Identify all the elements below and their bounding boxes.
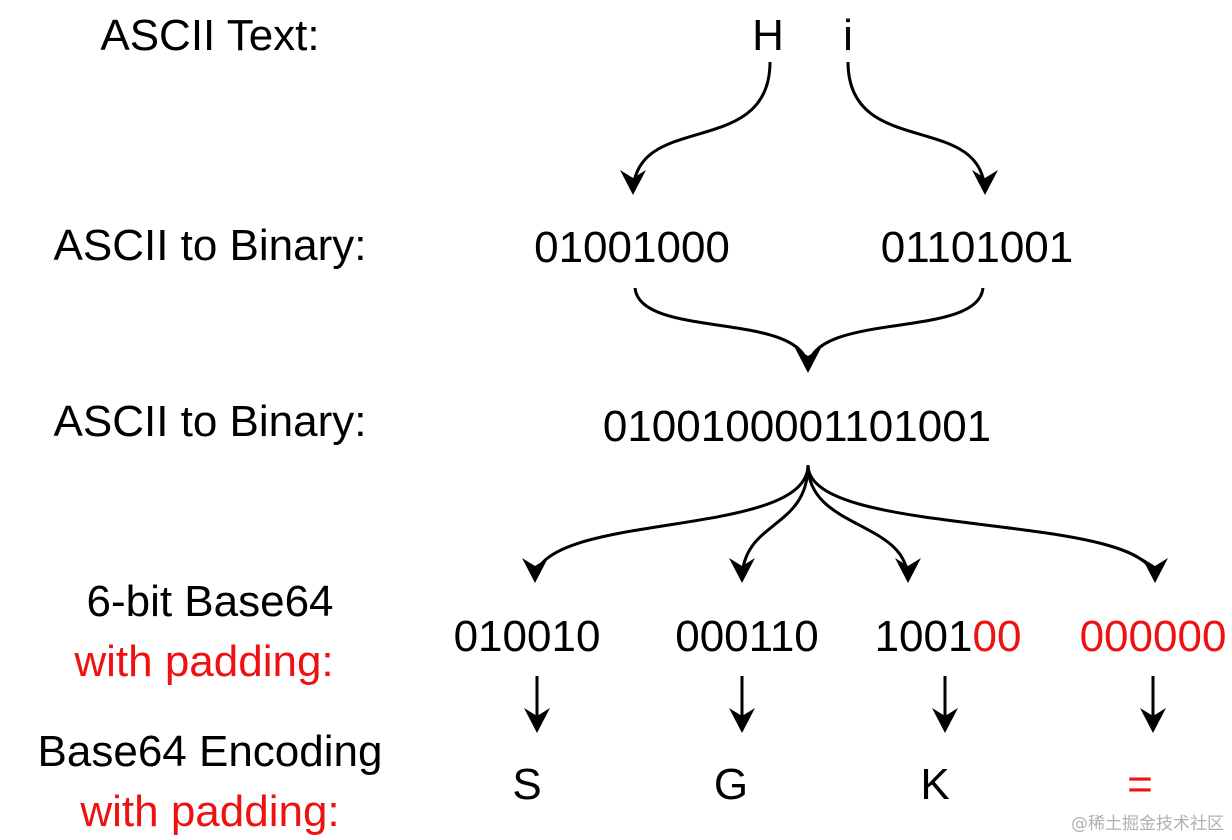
label-ascii-text: ASCII Text: <box>100 11 320 60</box>
label-six-bit-line2: with padding: <box>74 637 334 686</box>
binary-byte-2: 01101001 <box>880 223 1074 272</box>
binary-byte-1: 01001000 <box>534 223 730 272</box>
arrowhead-merge <box>795 348 821 373</box>
group-bits: 010010 <box>453 612 601 661</box>
arrow-split-4 <box>806 464 1157 581</box>
arrow-h-to-binary <box>631 61 772 193</box>
six-bit-group-2: 000110 <box>675 615 819 659</box>
encoded-char-padding: = <box>1127 760 1153 809</box>
arrowhead-split-2 <box>729 558 755 583</box>
arrow-split-1 <box>533 464 810 581</box>
group-padding: 000000 <box>1079 612 1227 661</box>
label-encoding-line2: with padding: <box>80 787 340 836</box>
label-encoding-line1: Base64 Encoding <box>37 727 383 776</box>
arrowhead-split-4 <box>1142 558 1168 583</box>
arrowhead-down-3 <box>932 708 958 733</box>
label-six-bit-line1: 6-bit Base64 <box>86 577 334 626</box>
arrowhead-down-2 <box>729 708 755 733</box>
six-bit-group-3: 100100 <box>875 615 1022 659</box>
combined-binary: 0100100001101001 <box>602 402 992 451</box>
group-bits: 000110 <box>675 612 819 661</box>
arrow-merge-left <box>633 287 810 369</box>
arrow-i-to-binary <box>846 61 987 193</box>
six-bit-group-4: 000000 <box>1080 615 1227 659</box>
group-padding: 00 <box>972 612 1022 661</box>
label-ascii-to-binary-1: ASCII to Binary: <box>53 221 367 270</box>
encoded-char-k: K <box>920 760 950 809</box>
group-bits: 1001 <box>874 612 973 661</box>
encoded-char-g: G <box>713 760 749 809</box>
arrowhead-down-4 <box>1140 708 1166 733</box>
encoded-char-s: S <box>512 760 542 809</box>
arrowhead-split-1 <box>522 558 548 583</box>
label-ascii-to-binary-2: ASCII to Binary: <box>53 397 367 446</box>
six-bit-group-1: 010010 <box>454 615 601 659</box>
arrowhead-split-3 <box>895 558 921 583</box>
ascii-char-i: i <box>843 11 853 60</box>
arrow-split-2 <box>740 464 810 581</box>
arrowhead-i <box>972 170 998 195</box>
arrowhead-h <box>620 170 646 195</box>
arrowhead-down-1 <box>524 708 550 733</box>
ascii-char-h: H <box>752 11 784 60</box>
arrow-merge-right <box>806 287 985 369</box>
arrow-split-3 <box>806 464 910 581</box>
watermark: @稀土掘金技术社区 <box>1071 814 1224 834</box>
